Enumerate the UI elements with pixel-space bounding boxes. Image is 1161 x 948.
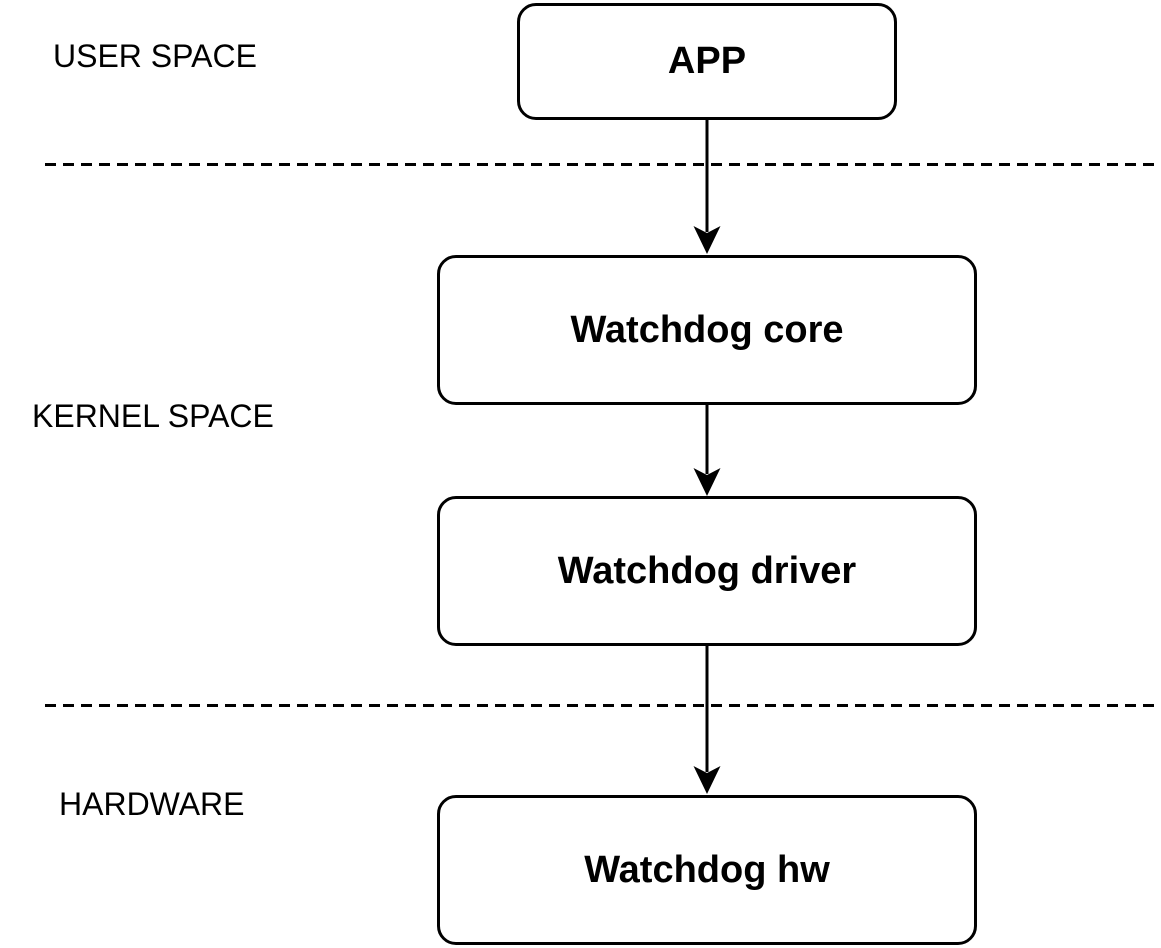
node-watchdog-driver-label: Watchdog driver — [557, 549, 857, 592]
divider-user-kernel — [45, 163, 1161, 166]
layer-label-hardware: HARDWARE — [59, 786, 245, 822]
layer-label-user-space: USER SPACE — [53, 38, 257, 74]
node-watchdog-core-label: Watchdog core — [570, 308, 844, 351]
node-watchdog-hw-label: Watchdog hw — [584, 848, 830, 891]
node-watchdog-driver: Watchdog driver — [437, 496, 977, 646]
arrow-app-to-core-icon — [692, 120, 722, 254]
arrow-core-to-driver-icon — [692, 405, 722, 496]
node-app: APP — [517, 3, 897, 120]
node-watchdog-hw: Watchdog hw — [437, 795, 977, 945]
divider-kernel-hardware — [45, 704, 1161, 707]
layer-label-kernel-space: KERNEL SPACE — [32, 398, 274, 434]
arrow-driver-to-hw-icon — [692, 646, 722, 794]
node-app-label: APP — [667, 40, 747, 82]
node-watchdog-core: Watchdog core — [437, 255, 977, 405]
